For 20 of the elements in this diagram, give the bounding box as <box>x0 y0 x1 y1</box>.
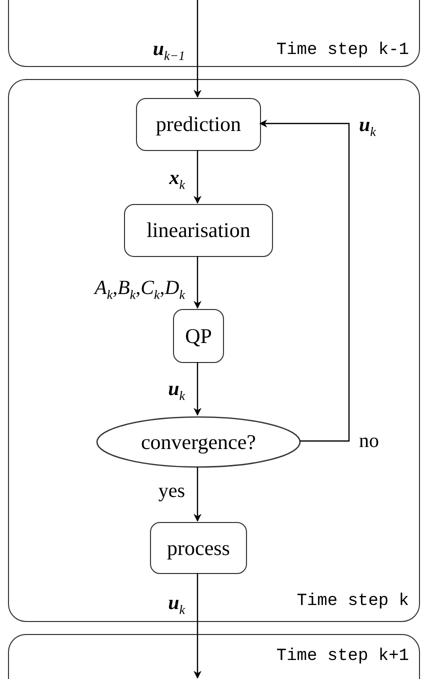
node-label: process <box>167 536 230 560</box>
time-step-label: Time step k+1 <box>276 647 409 666</box>
time-step-label: Time step k <box>296 592 409 611</box>
node-label: linearisation <box>146 218 250 243</box>
node-label: QP <box>185 324 212 348</box>
time-step-label: Time step k-1 <box>276 41 409 60</box>
process-box <box>150 522 247 574</box>
arrow <box>194 0 202 98</box>
arrow <box>194 150 202 204</box>
node-label: convergence? <box>140 430 256 454</box>
process-box <box>124 204 273 257</box>
arrow <box>259 120 350 442</box>
node-label: prediction <box>156 112 242 137</box>
process-box <box>173 309 224 363</box>
arrow <box>194 362 202 416</box>
arrow <box>194 467 202 522</box>
arrow <box>194 573 202 679</box>
time-step-panel <box>8 79 420 622</box>
arrow <box>194 256 202 309</box>
process-box <box>136 98 261 151</box>
